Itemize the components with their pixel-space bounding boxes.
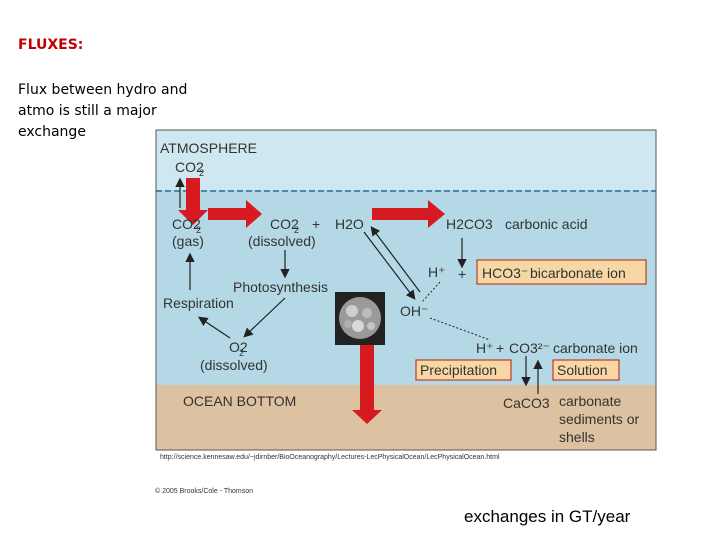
o2-subscript: 2 — [239, 348, 244, 358]
h-plus-label-1: H⁺ — [428, 264, 446, 280]
respiration-label: Respiration — [163, 295, 234, 311]
gas-label: (gas) — [172, 233, 204, 249]
bicarbonate-label: bicarbonate ion — [530, 265, 626, 281]
precipitation-label: Precipitation — [420, 362, 497, 378]
bicarbonate-box — [476, 259, 647, 285]
equilibrium-arrow-down — [363, 231, 416, 300]
diagram-frame — [155, 129, 657, 451]
plus-sign-3: + — [496, 340, 504, 356]
equilibrium-arrow-up — [370, 226, 421, 293]
precipitation-box — [415, 359, 512, 381]
footer-note: exchanges in GT/year — [464, 507, 631, 526]
co2-atmosphere-label: CO2 — [175, 159, 204, 175]
ocean-bottom-label: OCEAN BOTTOM — [183, 393, 296, 409]
sediment-label-2: sediments or — [559, 411, 639, 427]
sediment-label-1: carbonate — [559, 393, 621, 409]
h-plus-label-2: H⁺ — [476, 340, 494, 356]
carbonic-acid-formation-arrow — [372, 200, 445, 228]
copyright-label: © 2005 Brooks/Cole - Thomson — [155, 488, 254, 495]
carbonate-ion-label: carbonate ion — [553, 340, 638, 356]
co2-dissolved-label: CO2 — [270, 216, 299, 232]
co2-dissolution-arrow — [208, 200, 262, 228]
h-plus-oh-dashed — [421, 281, 441, 303]
oh-to-carbonate-dashed — [429, 317, 491, 341]
plus-sign-1: + — [312, 216, 320, 232]
atmosphere-ocean-flux-arrow — [178, 178, 208, 225]
plus-sign-2: + — [458, 266, 466, 282]
co3-label: CO3²⁻ — [509, 340, 550, 356]
carbonic-acid-label: carbonic acid — [505, 216, 588, 232]
hco3-label: HCO3⁻ — [482, 265, 528, 281]
caco3-label: CaCO3 — [503, 395, 550, 411]
atmosphere-label: ATMOSPHERE — [160, 140, 257, 156]
o2-to-respiration-arrow — [198, 316, 231, 339]
solution-label: Solution — [557, 362, 608, 378]
dissolved-label-1: (dissolved) — [248, 233, 316, 249]
oh-label: OH⁻ — [400, 303, 428, 319]
plankton-cell-image — [335, 292, 385, 345]
h2co3-label: H2CO3 — [446, 216, 493, 232]
co2-gas-subscript: 2 — [196, 225, 201, 235]
ocean-bottom-region — [156, 385, 656, 450]
sinking-to-bottom-arrow — [352, 345, 382, 424]
atmosphere-region — [156, 130, 656, 190]
solution-box — [552, 359, 620, 381]
source-url: http://science.kennesaw.edu/~jdirnber/Bi… — [160, 454, 500, 461]
co2-atm-subscript: 2 — [199, 168, 204, 178]
slide-title: FLUXES: — [18, 37, 84, 53]
co2-gas-label: CO2 — [172, 216, 201, 232]
photosynthesis-to-o2-arrow — [243, 297, 286, 338]
slide-note: Flux between hydro and atmo is still a m… — [18, 82, 188, 140]
h2o-label: H2O — [335, 216, 364, 232]
photosynthesis-label: Photosynthesis — [233, 279, 328, 295]
dissolved-label-2: (dissolved) — [200, 357, 268, 373]
co2-dissolved-subscript: 2 — [294, 225, 299, 235]
sediment-label-3: shells — [559, 429, 595, 445]
o2-label: O2 — [229, 339, 248, 355]
